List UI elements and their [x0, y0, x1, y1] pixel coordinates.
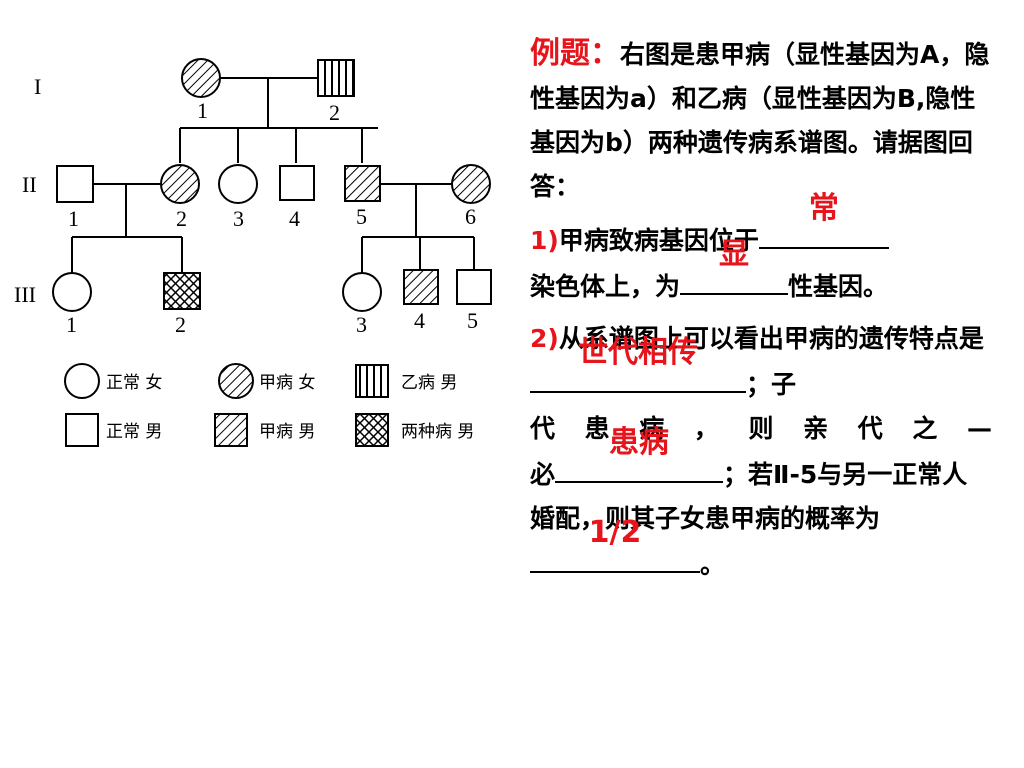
num-i2: 2: [329, 100, 340, 125]
num-iii3: 3: [356, 312, 367, 337]
q1-text-3: 性基因。: [788, 272, 889, 301]
q2-text-3: 代 患 病 ， 则 亲 代 之 —: [530, 414, 992, 443]
q2-answer-1: 世代相传: [578, 335, 698, 370]
q1-answer-1: 常: [808, 191, 839, 226]
gen-label-3: III: [14, 282, 36, 307]
q2-number: 2): [530, 324, 559, 353]
num-ii4: 4: [289, 206, 300, 231]
q1-text-1: 甲病致病基因位于: [558, 226, 759, 255]
iii2-male-both: [163, 272, 201, 310]
legend-affected-b-male-symbol: [355, 364, 389, 398]
q2-text-1: 从系谱图上可以看出甲病的遗传特点是: [558, 324, 984, 353]
iii3-female-normal: [342, 272, 382, 312]
ii5-male-affected-a: [344, 165, 381, 202]
num-ii2: 2: [176, 206, 187, 231]
num-ii1: 1: [68, 206, 79, 231]
ii2-female-affected-a: [160, 164, 200, 204]
iii4-male-affected-a: [403, 269, 439, 305]
q1-blank-1: 常: [758, 191, 889, 249]
legend-both-male-label: 两种病 男: [401, 422, 474, 442]
legend-normal-male-label: 正常 男: [106, 422, 162, 442]
q2-text-4: 必: [530, 460, 556, 489]
legend-normal-female-symbol: [64, 363, 100, 399]
num-ii3: 3: [233, 206, 244, 231]
gen-label-1: I: [34, 74, 41, 99]
q2-blank-2: 患病: [555, 425, 724, 483]
pedigree-chart: I II III 1 2 1 2 3 4 5 6 1 2 3 4 5 正常 女 …: [14, 58, 492, 447]
ii6-female-affected-a: [451, 164, 491, 204]
q1-text-2: 染色体上，为: [530, 272, 681, 301]
example-label: 例题：: [530, 36, 620, 71]
num-iii1: 1: [66, 312, 77, 337]
num-iii2: 2: [175, 312, 186, 337]
legend-normal-male-symbol: [65, 413, 99, 447]
num-i1: 1: [197, 98, 208, 123]
legend-normal-female-label: 正常 女: [106, 373, 162, 393]
legend-affected-b-male-label: 乙病 男: [401, 373, 457, 393]
ii3-female-normal: [218, 164, 258, 204]
question-1: 1)甲病致病基因位于 常 染色体上，为 显性基因。: [530, 191, 992, 309]
question-text: 例题：右图是患甲病（显性基因为A，隐性基因为a）和乙病（显性基因为B,隐性基因为…: [530, 32, 992, 595]
q1-answer-2: 显: [719, 237, 750, 272]
i2-male-affected-b: [317, 59, 355, 97]
i1-female-affected-a: [181, 58, 221, 98]
q2-answer-3: 1/2: [588, 515, 642, 550]
q2-text-2: ；子: [746, 370, 797, 399]
legend-affected-a-male-label: 甲病 男: [259, 422, 315, 442]
ii4-male-normal: [279, 165, 315, 201]
q2-answer-2: 患病: [609, 425, 670, 460]
q2-blank-1: 世代相传: [530, 335, 746, 393]
iii1-female-normal: [52, 272, 92, 312]
q1-blank-2: 显: [680, 237, 789, 295]
num-iii4: 4: [414, 308, 425, 333]
legend: 正常 女 甲病 女 乙病 男 正常 男 甲病 男 两种病 男: [64, 363, 474, 447]
num-iii5: 5: [467, 308, 478, 333]
ii1-male-normal: [56, 165, 94, 203]
num-ii6: 6: [465, 204, 476, 229]
question-intro: 例题：右图是患甲病（显性基因为A，隐性基因为a）和乙病（显性基因为B,隐性基因为…: [530, 32, 992, 209]
q2-blank-3: 1/2: [530, 515, 700, 573]
question-2: 2)从系谱图上可以看出甲病的遗传特点是世代相传 ；子 代 患 病 ， 则 亲 代 …: [530, 317, 992, 587]
num-ii5: 5: [356, 204, 367, 229]
intro-text: 右图是患甲病（显性基因为A，隐性基因为a）和乙病（显性基因为B,隐性基因为b）两…: [530, 40, 990, 201]
legend-both-male-symbol: [355, 413, 389, 447]
iii5-male-normal: [456, 269, 492, 305]
q2-text-5: ；若Ⅱ-5与另一正常人婚配，则其子女患甲病的概率为: [530, 460, 968, 533]
legend-affected-a-female-label: 甲病 女: [259, 373, 315, 393]
legend-affected-a-male-symbol: [214, 413, 248, 447]
legend-affected-a-female-symbol: [218, 363, 254, 399]
q1-number: 1): [530, 226, 559, 255]
gen-label-2: II: [22, 172, 37, 197]
q2-text-6: 。: [700, 550, 726, 579]
